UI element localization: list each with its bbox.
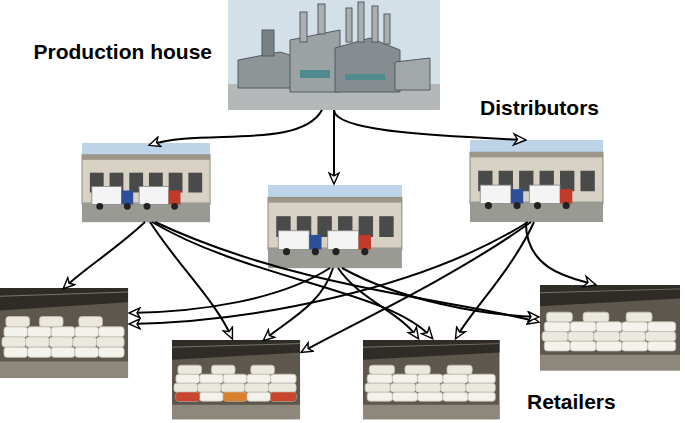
flow-arrows [64, 110, 538, 352]
heading-holder: Production house [34, 40, 213, 64]
heading-holder: Distributors [480, 96, 599, 120]
warehouse-picture [268, 185, 402, 268]
picture-node: Retailers [540, 285, 680, 370]
factory-picture [228, 0, 440, 110]
store-picture [363, 340, 500, 419]
store-picture [0, 288, 128, 378]
warehouse-picture [470, 140, 603, 222]
store-picture [172, 340, 300, 419]
picture-node: Distributors [470, 140, 603, 222]
heading-holder: Retailers [527, 390, 616, 414]
stage-heading: Distributors [480, 96, 599, 119]
stage-heading: Retailers [527, 390, 616, 413]
stage-heading: Production house [34, 40, 213, 63]
warehouse-picture [82, 143, 210, 222]
picture-node: Production house [228, 0, 440, 110]
flow-arrow [526, 222, 596, 287]
store-picture [540, 285, 680, 370]
arrow-head [514, 134, 526, 145]
arrow-head [583, 276, 596, 287]
